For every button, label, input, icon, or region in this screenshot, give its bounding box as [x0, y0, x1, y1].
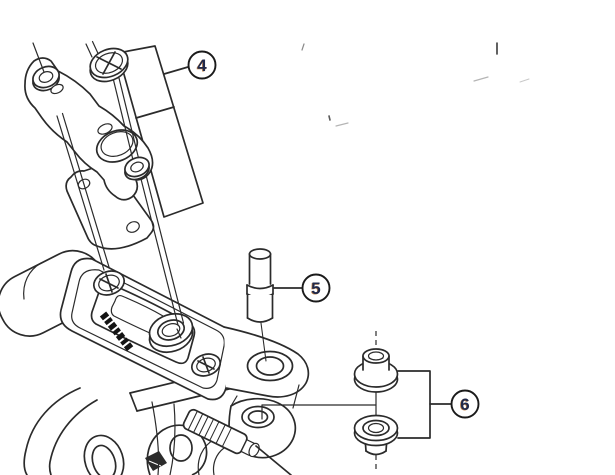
clamp-bolt: [145, 451, 167, 471]
callout-4-number-fringe: 4: [196, 56, 206, 75]
bracket-6: [397, 370, 431, 439]
clamp-cap-line: [23, 262, 42, 300]
bracket-connector-line: [163, 66, 189, 75]
callout-6-number-fringe: 6: [459, 395, 468, 414]
screw-head: [89, 47, 129, 83]
screw-shaft: [112, 77, 134, 161]
bracket-divider: [135, 106, 175, 119]
fixing-screw-left: [32, 42, 110, 271]
callout-6-badge: 6 6: [450, 389, 480, 419]
bushing-hole: [367, 422, 385, 434]
cover-vent-hole: [50, 83, 64, 95]
callout-5-number-fringe: 5: [310, 279, 319, 298]
callout-6-number: 6: [460, 395, 469, 414]
callout-4-number: 4: [197, 56, 207, 75]
bushing-bottom: [353, 414, 399, 456]
pin-top: [248, 248, 272, 260]
callout-4-badge: 4 4: [187, 50, 217, 80]
bushing-top: [353, 348, 399, 393]
fixing-screw-right: [85, 40, 185, 339]
screw-boss-front: [92, 270, 126, 296]
face-inner-rim: [71, 269, 225, 389]
cover-screw-collar: [124, 156, 150, 181]
arm-hole: [255, 356, 285, 376]
clamp-slot-hole: [91, 444, 117, 475]
pin-alignment-line: [260, 322, 267, 362]
diaphragm-hole-2: [126, 221, 140, 233]
brand-logo-marks: [99, 311, 134, 352]
scan-artifacts: [301, 42, 530, 127]
mounting-arm: [223, 326, 310, 409]
callout-5-badge: 5 5: [301, 273, 331, 303]
bushing-set: [353, 331, 399, 469]
screw-boss-rear: [190, 353, 222, 377]
screw-shaft: [32, 42, 45, 73]
leader-lines: [255, 287, 452, 475]
cover-plate: [24, 57, 154, 201]
pivot-hole: [169, 434, 193, 462]
threaded-port-boss: [148, 312, 194, 354]
connecting-pin: [246, 248, 274, 362]
cover-mid-hole: [97, 123, 113, 135]
reservoir-top-face: [59, 257, 237, 401]
lever-body-assembly: [0, 249, 310, 475]
tab-hole: [247, 410, 269, 424]
leader-offscreen: [255, 445, 292, 475]
pin-bottom: [246, 317, 274, 323]
callout-5-number: 5: [311, 279, 320, 298]
